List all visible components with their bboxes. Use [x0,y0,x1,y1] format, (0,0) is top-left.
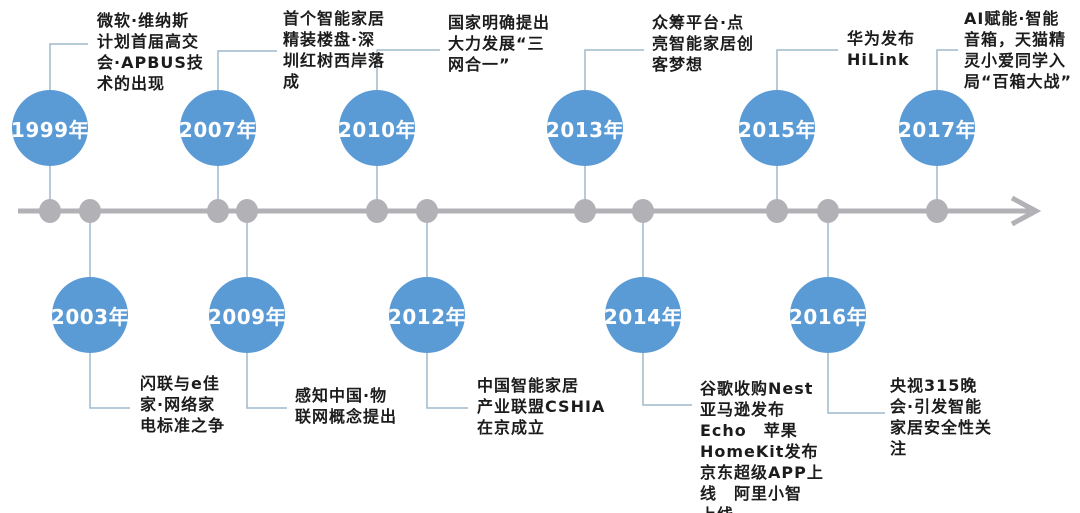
event-text-2009: 感知中国·物 联网概念提出 [295,386,398,426]
year-circle-2010: 2010年 [337,90,417,166]
event-text-2010: 国家明确提出 大力发展“三 网合一” [448,13,551,74]
timeline-arrow-icon [1010,195,1042,227]
elbow-2003 [89,353,130,409]
year-circle-2007: 2007年 [178,90,258,166]
dot-2017 [926,199,948,223]
elbow-2007 [217,50,277,91]
year-circle-2012: 2012年 [387,277,467,353]
event-text-1999: 微软·维纳斯 计划首届高交 会·APBUS技 术的出现 [97,11,204,93]
dot-2010 [366,199,388,223]
elbow-1999 [49,43,88,91]
year-circle-2003: 2003年 [50,277,130,353]
elbow-2012 [426,353,468,409]
event-text-2014: 谷歌收购Nest 亚马逊发布 Echo 苹果 HomeKit发布 京东超级APP… [700,379,824,513]
year-label-2009: 2009年 [207,304,287,329]
year-circle-2017: 2017年 [897,90,977,166]
year-label-2013: 2013年 [545,117,625,142]
event-text-2016: 央视315晚 会·引发智能 家居安全性关 注 [890,376,993,458]
year-label-2012: 2012年 [387,304,467,329]
dot-2007 [207,199,229,223]
dot-2014 [632,199,654,223]
event-text-2015: 华为发布 HiLink [847,29,916,69]
elbow-2010 [376,49,440,91]
elbow-2013 [584,49,644,91]
year-circle-2015: 2015年 [737,90,817,166]
year-label-2007: 2007年 [178,117,258,142]
dot-1999 [39,199,61,223]
event-text-2003: 闪联与e佳 家·网络家 电标准之争 [140,374,226,435]
dot-2013 [574,199,596,223]
elbow-2009 [246,353,287,409]
dot-2015 [766,199,788,223]
year-label-2003: 2003年 [50,304,130,329]
elbow-2015 [776,49,838,91]
year-circle-2014: 2014年 [603,277,683,353]
event-text-2013: 众筹平台·点 亮智能家居创 客梦想 [652,13,755,74]
elbow-2014 [642,353,692,406]
year-label-2017: 2017年 [897,117,977,142]
elbow-2016 [827,353,885,414]
elbow-2017 [936,49,958,91]
year-label-2014: 2014年 [603,304,683,329]
dot-2009 [236,199,258,223]
year-circle-1999: 1999年 [10,90,90,166]
dot-2016 [817,199,839,223]
year-label-1999: 1999年 [10,117,90,142]
dot-2012 [416,199,438,223]
connector-lines [49,43,958,414]
year-label-2015: 2015年 [737,117,817,142]
year-label-2010: 2010年 [337,117,417,142]
year-circle-2016: 2016年 [788,277,868,353]
year-label-2016: 2016年 [788,304,868,329]
event-text-2012: 中国智能家居 产业联盟CSHIA 在京成立 [477,376,606,437]
dot-2003 [79,199,101,223]
event-text-2007: 首个智能家居 精装楼盘·深 圳红树西岸落 成 [283,9,386,91]
event-text-2017: AI赋能·智能 音箱，天猫精 灵小爱同学入 局“百箱大战” [964,9,1073,91]
year-circle-2013: 2013年 [545,90,625,166]
timeline-dots [39,199,948,223]
year-circle-2009: 2009年 [207,277,287,353]
